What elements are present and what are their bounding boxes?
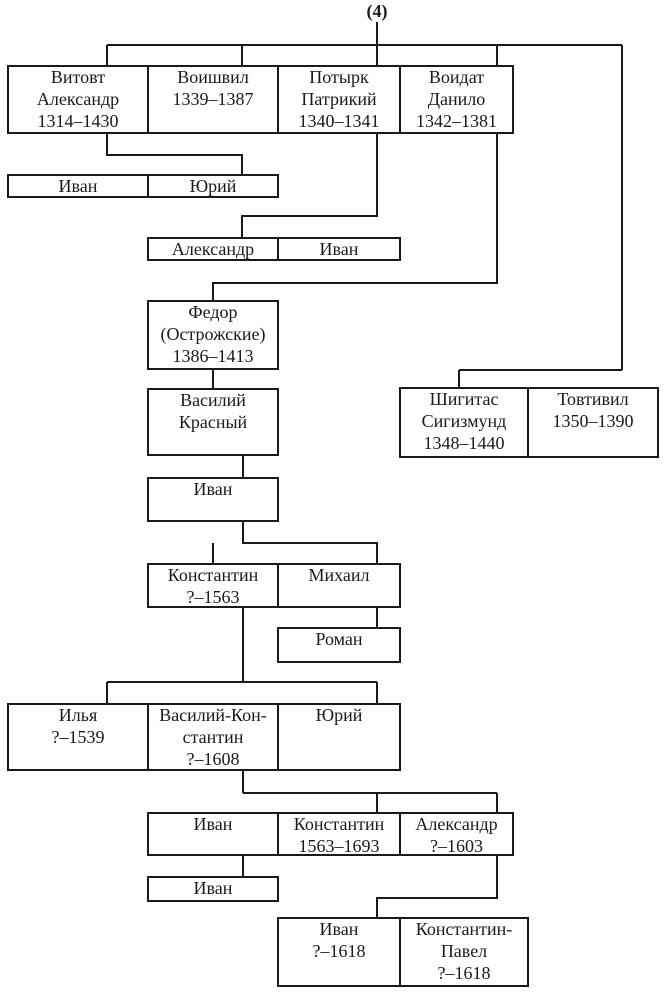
person-box-frame [277,627,401,663]
person-box-frame [147,174,279,198]
person-text-line: 1350–1390 [553,411,634,431]
person-text-line: (Острожские) [160,324,265,345]
person-box-frame [7,703,149,771]
person-text-line: Федор [188,302,237,322]
person-text-line: стантин [183,727,244,747]
person-text-line: ?–1603 [430,836,483,856]
person-text-line: Михаил [308,565,369,585]
person-text-line: Иван [194,479,233,499]
person-text-line: 1386–1413 [173,346,254,366]
person-text-line: Павел [441,941,487,961]
person-text-line: ?–1618 [313,941,366,961]
person-box-frame [147,812,279,856]
person-text-line: Илья [59,705,97,725]
person-text-line: Константин [294,814,385,834]
person-box-yuriy-vitovt: Юрий [147,174,279,198]
person-text-line: ?–1539 [52,727,105,747]
person-box-ivan-aleksandr: Иван?–1618 [277,917,401,987]
person-text-line: Александр [415,814,497,834]
person-box-ivan-g6: Иван [147,812,279,856]
person-text-line: Василий-Кон- [159,705,267,725]
person-text-line: Иван [320,239,359,259]
person-box-frame [277,917,401,987]
person-box-frame [7,65,149,134]
person-text-line: Константин- [416,919,513,939]
person-box-frame [147,563,279,608]
person-text-line: Иван [59,176,98,196]
person-text-line: Александр [172,239,254,259]
person-box-frame [399,917,529,987]
person-box-frame [277,812,401,856]
person-text-line: Константин [168,565,259,585]
person-box-frame [277,65,401,134]
person-box-mikhail: Михаил [277,563,401,608]
person-box-ilya: Илья?–1539 [7,703,149,771]
person-text-line: 1563–1693 [299,836,380,856]
person-box-vasiliy-konstantin: Василий-Кон-стантин?–1608 [147,703,279,771]
person-text-line: Шигитас [430,389,499,409]
person-box-ivan-g7: Иван [147,876,279,902]
person-box-frame [527,387,659,458]
person-text-line: 1339–1387 [173,89,254,109]
person-text-line: Сигизмунд [422,411,507,431]
person-text-line: Данило [428,89,486,109]
person-text-line: Василий [180,390,246,410]
person-box-fedor: Федор(Острожские)1386–1413 [147,300,279,370]
person-text-line: Юрий [190,176,237,196]
person-text-line: 1340–1341 [299,111,380,131]
person-box-aleksandr-potyrk: Александр [147,237,279,261]
person-box-ivan-potyrk: Иван [277,237,401,261]
person-text-line: ?–1608 [187,749,240,769]
person-box-frame [399,812,514,856]
person-text-line: ?–1618 [438,963,491,983]
person-box-konstantin-g4: Константин?–1563 [147,563,279,608]
person-box-yuriy-g5: Юрий [277,703,401,771]
tree-title: (4) [367,1,388,22]
person-box-frame [399,387,529,458]
person-box-frame [147,300,279,370]
person-box-konstantin-pavel: Константин-Павел?–1618 [399,917,529,987]
person-box-roman: Роман [277,627,401,663]
person-box-frame [277,237,401,261]
person-box-frame [147,388,279,456]
person-text-line: Воишвил [177,67,249,87]
person-box-aleksandr-g6: Александр?–1603 [399,812,514,856]
person-box-frame [147,703,279,771]
person-box-frame [399,65,514,134]
person-text-line: 1342–1381 [416,111,497,131]
person-text-line: Юрий [316,705,363,725]
person-text-line: 1314–1430 [38,111,119,131]
person-box-frame [277,703,401,771]
person-box-frame [147,477,279,522]
person-text-line: Воидат [429,67,484,87]
person-text-line: Патрикий [301,89,377,109]
person-box-ivan-g3: Иван [147,477,279,522]
person-text-line: Потырк [309,67,369,87]
person-box-ivan-vitovt: Иван [7,174,149,198]
person-box-frame [147,876,279,902]
person-text-line: Витовт [51,67,105,87]
person-text-line: Красный [179,412,248,432]
person-text-line: ?–1563 [187,587,240,607]
person-box-frame [277,563,401,608]
person-text-line: Роман [315,629,362,649]
person-box-frame [147,65,279,134]
person-text-line: Иван [194,878,233,898]
person-text-line: Товтивил [557,389,628,409]
person-text-line: 1348–1440 [424,433,505,453]
person-text-line: Иван [194,814,233,834]
person-text-line: Александр [37,89,119,109]
connector-lines [106,22,623,918]
person-text-line: Иван [320,919,359,939]
